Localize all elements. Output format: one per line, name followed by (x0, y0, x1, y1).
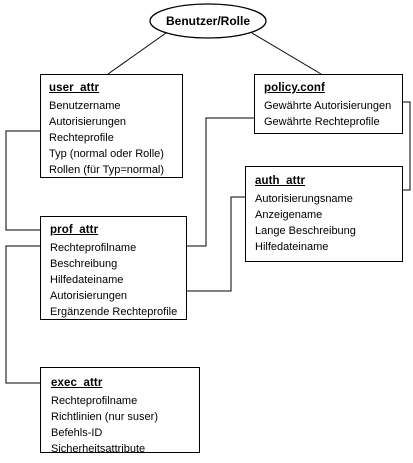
prof-attr-box: prof_attr Rechteprofilname Beschreibung … (40, 216, 187, 320)
policy-conf-field: Gewährte Autorisierungen (264, 100, 392, 112)
prof-attr-fields: Rechteprofilname Beschreibung Hilfedatei… (50, 240, 186, 320)
exec-attr-field: Rechteprofilname (51, 395, 138, 407)
prof-attr-field: Beschreibung (50, 258, 118, 270)
exec-attr-field: Sicherheitsattribute (51, 443, 146, 455)
user-attr-field: Rechteprofile (49, 132, 114, 144)
policy-conf-title: policy.conf (264, 82, 325, 94)
exec-attr-box: exec_attr Rechteprofilname Richtlinien (… (40, 367, 200, 455)
prof-attr-field: Hilfedateiname (50, 274, 124, 286)
exec-attr-field: Richtlinien (nur suser) (51, 411, 158, 423)
prof-attr-field: Ergänzende Rechteprofile (50, 306, 178, 318)
policy-conf-box: policy.conf Gewährte Autorisierungen Gew… (254, 74, 403, 134)
user-attr-field: Typ (normal oder Rolle) (49, 148, 164, 160)
user-attr-field: Benutzername (49, 100, 121, 112)
auth-attr-fields: Autorisierungsname Anzeigename Lange Bes… (255, 191, 402, 255)
auth-attr-field: Autorisierungsname (255, 193, 353, 205)
prof-attr-field: Autorisierungen (50, 290, 128, 302)
auth-attr-field: Anzeigename (255, 209, 323, 221)
user-attr-fields: Benutzername Autorisierungen Rechteprofi… (49, 98, 182, 178)
exec-attr-fields: Rechteprofilname Richtlinien (nur suser)… (51, 393, 199, 457)
root-node: Benutzer/Rolle (149, 3, 267, 39)
exec-attr-field: Befehls-ID (51, 427, 103, 439)
user-attr-field: Autorisierungen (49, 116, 127, 128)
root-label: Benutzer/Rolle (165, 14, 250, 28)
edge-root-policy-conf (251, 32, 322, 75)
edge-root-user-attr (107, 32, 167, 75)
auth-attr-box: auth_attr Autorisierungsname Anzeigename… (245, 166, 403, 262)
prof-attr-title: prof_attr (50, 224, 99, 236)
edge-prof-attr-exec-attr (5, 245, 56, 384)
auth-attr-field: Hilfedateiname (255, 241, 329, 253)
exec-attr-title: exec_attr (51, 377, 103, 389)
user-attr-title: user_attr (49, 82, 100, 94)
policy-conf-field: Gewährte Rechteprofile (264, 116, 380, 128)
root-ellipse-shape (149, 3, 267, 39)
user-attr-box: user_attr Benutzername Autorisierungen R… (40, 74, 183, 178)
prof-attr-field: Rechteprofilname (50, 242, 137, 254)
auth-attr-title: auth_attr (255, 175, 306, 187)
auth-attr-field: Lange Beschreibung (255, 225, 356, 237)
user-attr-field: Rollen (für Typ=normal) (49, 164, 165, 176)
policy-conf-fields: Gewährte Autorisierungen Gewährte Rechte… (264, 98, 402, 130)
